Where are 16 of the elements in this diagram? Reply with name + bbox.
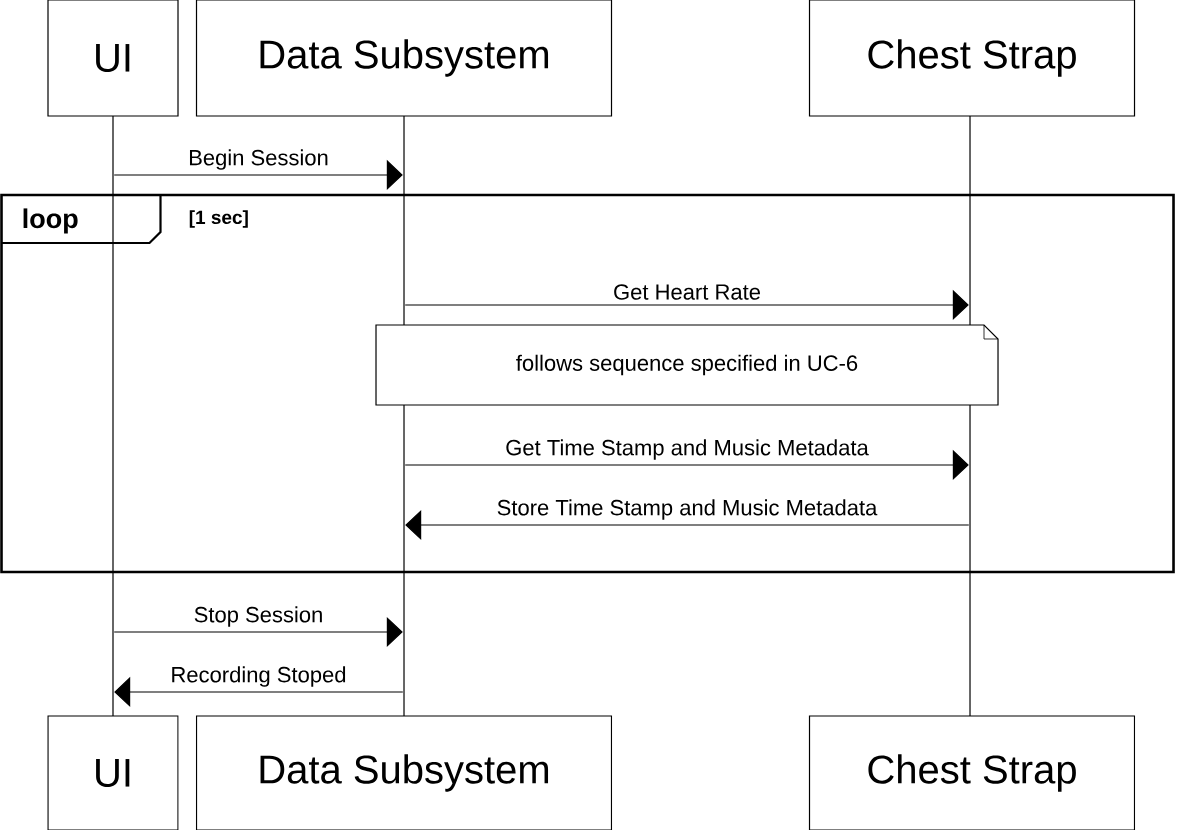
guard-condition: [1 sec]	[189, 210, 248, 228]
note-box: follows sequence specified in UC-6	[375, 324, 999, 406]
participant-box: UI	[47, 715, 179, 830]
message-label: Store Time Stamp and Music Metadata	[497, 499, 878, 520]
message-label: Get Heart Rate	[614, 284, 760, 300]
message-label: Get Time Stamp and Music Metadata	[506, 439, 869, 460]
participant-box: UI	[47, 0, 179, 117]
participant-box: Data Subsystem	[195, 715, 613, 830]
participant-box: Chest Strap	[808, 0, 1136, 117]
frame-tab: loop	[1, 193, 162, 245]
message-label: Recording Stoped	[172, 666, 346, 687]
message-label: Stop Session	[194, 606, 322, 627]
lifeline	[112, 115, 114, 717]
participant-box: Data Subsystem	[195, 0, 613, 117]
participant-box: Chest Strap	[808, 715, 1136, 830]
message-label: Begin Session	[190, 149, 328, 170]
